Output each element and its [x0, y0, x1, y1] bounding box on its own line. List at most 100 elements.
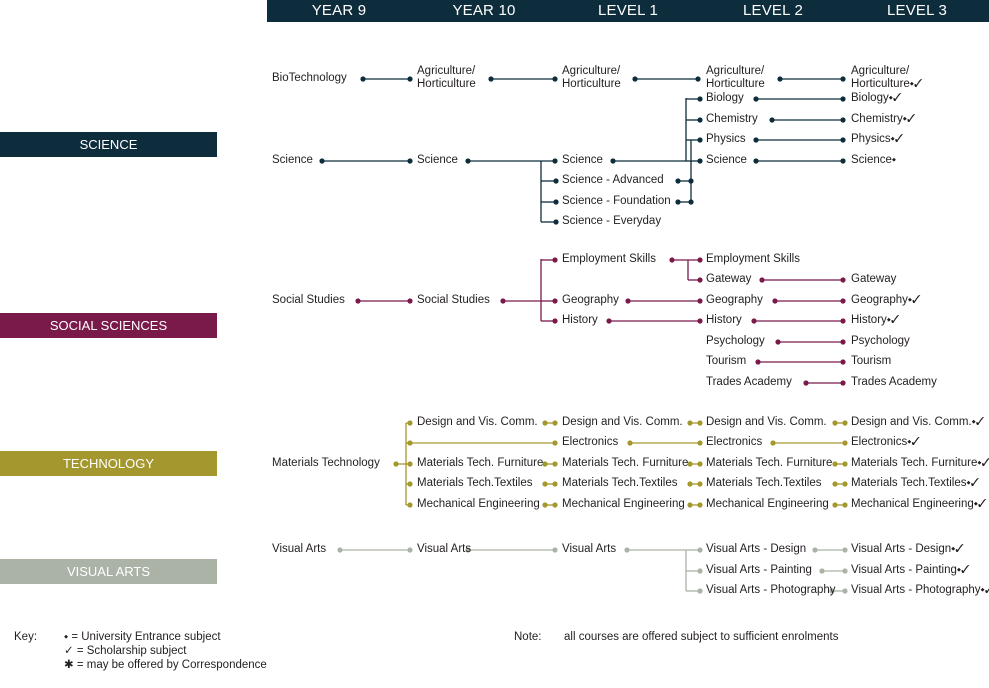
- course-physics-l3: Physics⬩✓: [851, 133, 904, 145]
- connector-dot: [842, 440, 848, 446]
- course-geo-l3: Geography⬩✓: [851, 294, 921, 306]
- key-scholarship: ✓ = Scholarship subject: [64, 645, 187, 657]
- connector-dot: [675, 199, 681, 205]
- connector-dot: [777, 76, 783, 82]
- connector-dot: [407, 76, 413, 82]
- connector-dot: [407, 502, 413, 508]
- connector-dot: [697, 257, 703, 263]
- connector-dot: [393, 461, 399, 467]
- course-mtt-y10: Materials Tech.Textiles: [417, 477, 533, 489]
- course-mtt-l3: Materials Tech.Textiles⬩✓: [851, 477, 980, 489]
- course-dvc-l1: Design and Vis. Comm.: [562, 416, 683, 428]
- connector-dot: [829, 588, 835, 594]
- course-mtt-l1: Materials Tech.Textiles: [562, 477, 678, 489]
- connector-dot: [753, 137, 759, 143]
- course-vaph-l2: Visual Arts - Photography: [706, 584, 836, 596]
- header-year-10: YEAR 10: [452, 2, 516, 19]
- connector-dot: [465, 158, 471, 164]
- connector-dot: [697, 461, 703, 467]
- connector-dot: [840, 117, 846, 123]
- course-mtf-y10: Materials Tech. Furniture: [417, 457, 544, 469]
- connector-dot: [842, 568, 848, 574]
- connector-dot: [697, 318, 703, 324]
- course-emp-l1: Employment Skills: [562, 253, 656, 265]
- connector-dot: [552, 461, 558, 467]
- connector-dot: [842, 461, 848, 467]
- connector-dot: [627, 440, 633, 446]
- connector-dot: [840, 277, 846, 283]
- course-agri-y10: Agriculture/ Horticulture: [417, 65, 476, 90]
- course-trades-l2: Trades Academy: [706, 376, 792, 388]
- course-geo-l2: Geography: [706, 294, 763, 306]
- connector-dot: [842, 481, 848, 487]
- connector-dot: [832, 461, 838, 467]
- connector-dot: [407, 547, 413, 553]
- course-psych-l2: Psychology: [706, 335, 765, 347]
- connector-dot: [407, 461, 413, 467]
- connector-dot: [552, 318, 558, 324]
- connector-dot: [687, 502, 693, 508]
- course-sci-y9: Science: [272, 154, 313, 166]
- course-science-l3: Science⬩: [851, 154, 897, 166]
- section-social-sciences: SOCIAL SCIENCES: [0, 313, 217, 338]
- course-hist-l1: History: [562, 314, 598, 326]
- course-physics-l2: Physics: [706, 133, 746, 145]
- course-vap-l2: Visual Arts - Painting: [706, 564, 812, 576]
- connector-dot: [624, 547, 630, 553]
- connector-dot: [337, 547, 343, 553]
- course-chemistry-l3: Chemistry⬩✓: [851, 113, 916, 125]
- course-sci-fnd-l1: Science - Foundation: [562, 195, 671, 207]
- course-elec-l1: Electronics: [562, 436, 619, 448]
- course-vap-l3: Visual Arts - Painting⬩✓: [851, 564, 970, 576]
- course-gateway-l2: Gateway: [706, 273, 752, 285]
- connector-dot: [697, 481, 703, 487]
- connector-dot: [697, 568, 703, 574]
- header-year-9: YEAR 9: [311, 2, 367, 19]
- connector-dot: [842, 502, 848, 508]
- course-me-l3: Mechanical Engineering⬩✓: [851, 498, 987, 510]
- connector-dot: [842, 420, 848, 426]
- connector-dot: [840, 96, 846, 102]
- connector-dot: [812, 547, 818, 553]
- connector-dot: [840, 137, 846, 143]
- course-gateway-l3: Gateway: [851, 273, 897, 285]
- course-ss-y10: Social Studies: [417, 294, 490, 306]
- course-me-y10: Mechanical Engineering: [417, 498, 540, 510]
- course-dvc-y10: Design and Vis. Comm.: [417, 416, 538, 428]
- connector-dot: [687, 461, 693, 467]
- course-psych-l3: Psychology: [851, 335, 910, 347]
- connector-dot: [697, 588, 703, 594]
- connector-dot: [552, 298, 558, 304]
- connector-dot: [840, 76, 846, 82]
- connector-dot: [552, 257, 558, 263]
- connector-dot: [769, 117, 775, 123]
- connector-dot: [360, 76, 366, 82]
- course-dvc-l3: Design and Vis. Comm.⬩✓: [851, 416, 985, 428]
- course-agri-l3: Agriculture/ Horticulture⬩✓: [851, 65, 923, 90]
- course-biology-l2: Biology: [706, 92, 744, 104]
- connector-dot: [697, 502, 703, 508]
- connector-dot: [542, 420, 548, 426]
- connector-dot: [697, 96, 703, 102]
- course-mt-y9: Materials Technology: [272, 457, 380, 469]
- course-sci-adv-l1: Science - Advanced: [562, 174, 664, 186]
- connector-dot: [697, 420, 703, 426]
- connector-dot: [697, 547, 703, 553]
- course-emp-l2: Employment Skills: [706, 253, 800, 265]
- section-visual-arts: VISUAL ARTS: [0, 559, 217, 584]
- section-science: SCIENCE: [0, 132, 217, 157]
- course-hist-l3: History⬩✓: [851, 314, 900, 326]
- connector-dot: [407, 420, 413, 426]
- connector-dot: [753, 158, 759, 164]
- connector-dot: [465, 547, 471, 553]
- connector-dot: [697, 440, 703, 446]
- connector-dot: [840, 318, 846, 324]
- connector-dot: [488, 76, 494, 82]
- connector-dot: [840, 158, 846, 164]
- connector-dot: [407, 158, 413, 164]
- course-agri-l2: Agriculture/ Horticulture: [706, 65, 765, 90]
- course-va-y9: Visual Arts: [272, 543, 327, 555]
- connector-dot: [552, 76, 558, 82]
- section-technology: TECHNOLOGY: [0, 451, 217, 476]
